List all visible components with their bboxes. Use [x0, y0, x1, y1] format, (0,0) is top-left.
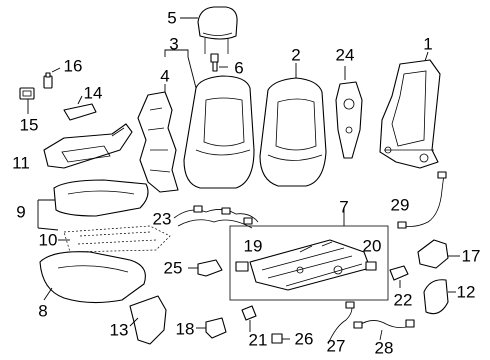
headrest-guide-part — [210, 53, 228, 72]
callout-18: 18 — [175, 319, 195, 339]
leader-3 — [187, 56, 197, 89]
callout-1: 1 — [423, 34, 433, 54]
callout-10: 10 — [38, 230, 58, 250]
callout-13: 13 — [109, 320, 129, 340]
cover-clip-16-part — [43, 67, 61, 89]
callout-6: 6 — [234, 58, 244, 78]
callout-15: 15 — [19, 115, 39, 135]
callout-24: 24 — [335, 45, 355, 65]
callout-29: 29 — [390, 195, 410, 215]
seatback-pad-part — [137, 91, 179, 193]
sub-harness-27-part — [327, 301, 355, 345]
seat-heater-mat-part — [58, 225, 171, 253]
callout-11: 11 — [12, 153, 30, 173]
callout-19: 19 — [243, 236, 263, 256]
lower-trim-panel-part — [129, 295, 167, 345]
release-cable-part — [397, 171, 447, 229]
callout-27: 27 — [326, 336, 346, 356]
seat-wire-harness-part — [173, 205, 259, 229]
callout-28: 28 — [374, 338, 394, 358]
seatback-side-bracket-part — [335, 66, 363, 159]
seatback-cover-part — [183, 75, 255, 189]
side-shield-part — [43, 123, 133, 169]
callout-4: 4 — [160, 66, 170, 86]
callout-16: 16 — [63, 56, 83, 76]
callout-23: 23 — [152, 209, 172, 229]
clip-22-part — [389, 265, 409, 288]
callout-22: 22 — [393, 290, 413, 310]
seat-cushion-cover-part — [37, 179, 149, 231]
callout-14: 14 — [83, 83, 103, 103]
seatback-frame-part — [379, 51, 441, 169]
callout-20: 20 — [362, 236, 382, 256]
callout-5: 5 — [167, 8, 177, 28]
callout-7: 7 — [339, 197, 349, 217]
recliner-bracket-part — [417, 239, 460, 269]
seat-cushion-pad-part — [39, 251, 146, 304]
callout-21: 21 — [248, 330, 268, 350]
cover-clip-15-part — [19, 87, 35, 114]
callout-12: 12 — [456, 282, 476, 302]
callout-2: 2 — [291, 45, 301, 65]
track-clip-19-part — [235, 261, 249, 272]
clip-21-part — [241, 305, 257, 332]
callout-8: 8 — [38, 301, 48, 321]
sub-harness-28-part — [353, 319, 415, 341]
callout-3: 3 — [169, 34, 179, 54]
connector-25-part — [188, 259, 223, 277]
recliner-cover-part — [423, 279, 456, 315]
seatback-pad-2-part — [259, 63, 327, 187]
track-clip-20-part — [365, 261, 377, 271]
bracket-3 — [164, 49, 189, 57]
headrest-part — [180, 6, 238, 54]
callout-17: 17 — [461, 246, 481, 266]
connector-18-part — [196, 317, 227, 339]
callout-9: 9 — [16, 202, 26, 222]
adjust-knob-part — [63, 95, 97, 121]
callout-25: 25 — [163, 258, 183, 278]
callout-26: 26 — [294, 329, 314, 349]
connector-26-part — [271, 333, 290, 344]
